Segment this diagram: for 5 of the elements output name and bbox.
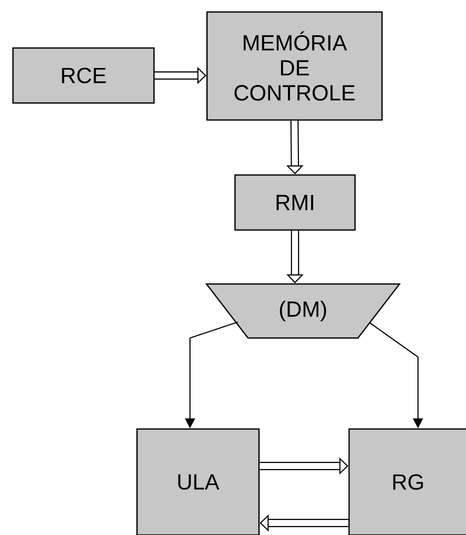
- register-box: RCE: [12, 47, 155, 104]
- memory-box: MEMÓRIA DE CONTROLE: [206, 11, 383, 121]
- register-box: RG: [348, 428, 466, 535]
- alu-box: ULA: [136, 428, 260, 535]
- register-box: RMI: [234, 174, 356, 231]
